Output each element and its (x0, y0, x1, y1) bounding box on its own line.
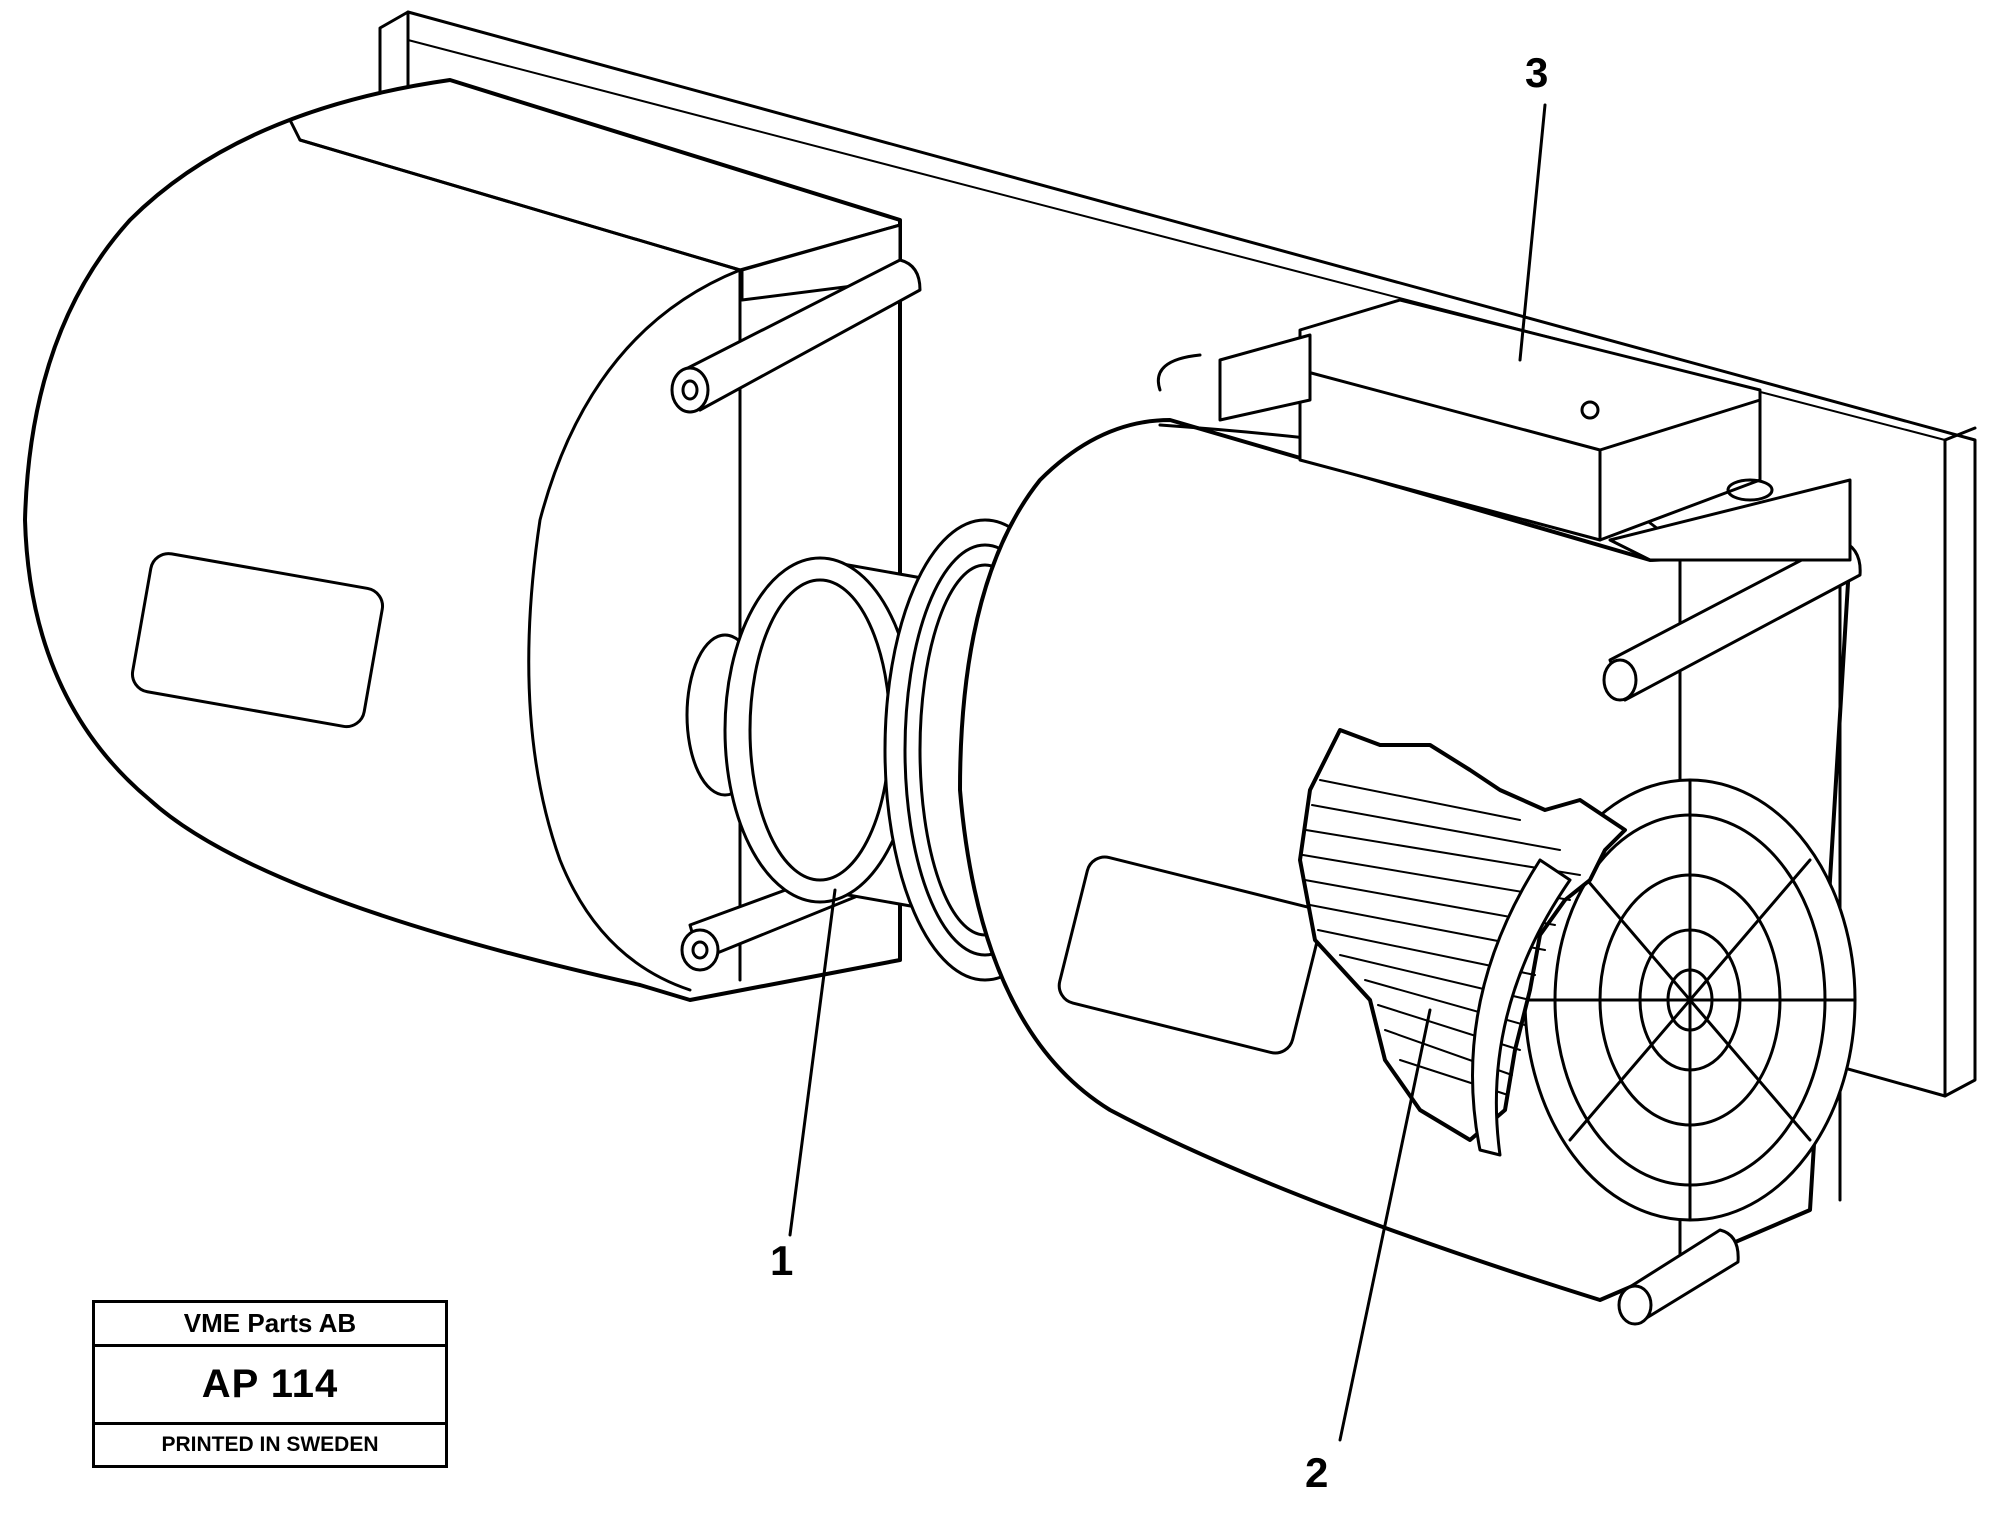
callout-1: 1 (770, 1237, 794, 1284)
company-name: VME Parts AB (95, 1303, 445, 1347)
control-box (1157, 298, 1852, 562)
title-block: VME Parts AB AP 114 PRINTED IN SWEDEN (92, 1300, 448, 1468)
leader-lines (788, 103, 1547, 1442)
callout-2: 2 (1305, 1449, 1329, 1496)
drawing-code: AP 114 (95, 1347, 445, 1425)
printed-note: PRINTED IN SWEDEN (161, 1433, 379, 1456)
outlet-grille (1523, 778, 1857, 1222)
left-blower-housing (23, 78, 922, 1002)
callout-3: 3 (1525, 49, 1549, 96)
